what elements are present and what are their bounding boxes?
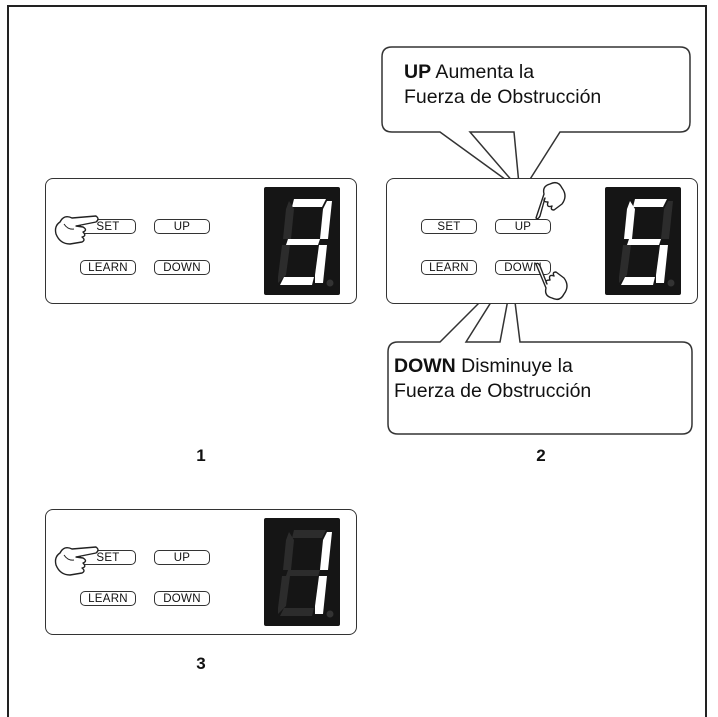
segment-d	[280, 608, 314, 616]
control-panel-3: SET UP LEARN DOWN	[45, 509, 357, 635]
down-callout-line1: Disminuye la	[455, 355, 573, 377]
seven-segment-display	[605, 187, 681, 295]
segment-g	[286, 570, 320, 576]
up-button[interactable]: UP	[154, 550, 210, 565]
down-button[interactable]: DOWN	[154, 260, 210, 275]
up-keyword: UP	[404, 61, 432, 83]
hand-pointer-icon	[54, 546, 99, 576]
up-callout-line1: Aumenta la	[431, 61, 535, 83]
decimal-point	[667, 279, 675, 287]
down-callout-line2: Fuerza de Obstrucción	[394, 380, 592, 402]
figure-frame	[7, 5, 707, 717]
hand-pointer-icon	[535, 181, 566, 220]
segment-g	[286, 239, 320, 245]
control-panel-1: SET UP LEARN DOWN	[45, 178, 357, 304]
segment-f	[283, 532, 294, 570]
hand-pointer-icon	[535, 262, 568, 301]
segment-a	[292, 530, 326, 538]
up-callout-bubble	[381, 46, 691, 198]
up-button[interactable]: UP	[154, 219, 210, 234]
segment-a	[633, 199, 667, 207]
digit-5-glyph	[619, 199, 675, 287]
down-callout-bubble	[387, 271, 693, 435]
segment-c	[315, 576, 327, 614]
decimal-point	[326, 279, 334, 287]
segment-d	[280, 277, 314, 285]
segment-g	[627, 239, 661, 245]
digit-1-glyph	[278, 530, 334, 618]
segment-b	[320, 532, 332, 570]
learn-button[interactable]: LEARN	[80, 591, 136, 606]
up-callout-line2: Fuerza de Obstrucción	[404, 86, 602, 108]
segment-e	[278, 245, 290, 283]
segment-d	[621, 277, 655, 285]
segment-e	[278, 576, 290, 614]
seven-segment-display	[264, 187, 340, 295]
up-callout-text: UP Aumenta la Fuerza de Obstrucción	[404, 60, 601, 110]
segment-e	[619, 245, 631, 283]
up-button[interactable]: UP	[495, 219, 551, 234]
segment-c	[315, 245, 327, 283]
segment-c	[656, 245, 668, 283]
seven-segment-display	[264, 518, 340, 626]
digit-3-glyph	[278, 199, 334, 287]
down-button[interactable]: DOWN	[154, 591, 210, 606]
figure-label-3: 3	[196, 654, 206, 673]
segment-b	[661, 201, 673, 239]
learn-button[interactable]: LEARN	[421, 260, 477, 275]
decimal-point	[326, 610, 334, 618]
down-callout-text: DOWN Disminuye la Fuerza de Obstrucción	[394, 354, 591, 404]
hand-pointer-icon	[54, 215, 99, 245]
segment-a	[292, 199, 326, 207]
learn-button[interactable]: LEARN	[80, 260, 136, 275]
figure-label-1: 1	[196, 446, 206, 465]
down-keyword: DOWN	[394, 355, 456, 377]
figure-label-2: 2	[536, 446, 546, 465]
segment-f	[624, 201, 635, 239]
segment-b	[320, 201, 332, 239]
set-button[interactable]: SET	[421, 219, 477, 234]
segment-f	[283, 201, 294, 239]
